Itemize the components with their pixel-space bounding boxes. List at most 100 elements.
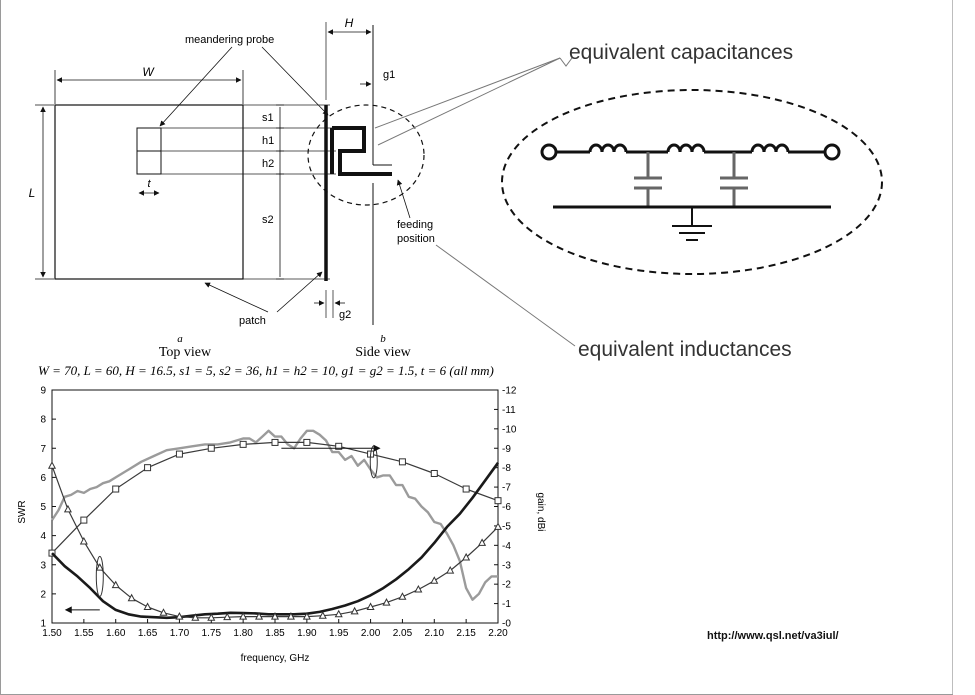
y-right-tick-label: -7: [502, 483, 511, 494]
y-right-tick-label: -5: [502, 521, 511, 532]
square-marker: [239, 440, 247, 448]
triangle-marker: [239, 612, 248, 620]
projection-lines: [161, 104, 336, 280]
square-marker: [271, 438, 279, 446]
x-tick-label: 2.10: [425, 628, 445, 639]
triangle-marker: [270, 612, 280, 620]
triangle-marker: [493, 522, 503, 530]
top-view-letter: a: [177, 333, 183, 345]
circuit-capacitors: [634, 152, 748, 207]
capacitance-pointers: [374, 57, 561, 146]
patch-label: patch: [239, 315, 266, 327]
triangle-marker: [47, 461, 57, 469]
triangle-marker: [223, 612, 232, 621]
x-tick-label: 1.90: [297, 628, 317, 639]
x-tick-label: 1.65: [138, 628, 158, 639]
slide-right-border: [952, 0, 953, 695]
series-line-1: [51, 441, 499, 554]
x-tick-label: 1.70: [170, 628, 190, 639]
y-right-tick-label: -12: [502, 386, 517, 397]
equivalent-inductances-label: equivalent inductances: [578, 338, 792, 361]
gain-callout-arrowhead: [373, 444, 381, 452]
y-right-tick-label: -4: [502, 541, 511, 552]
square-marker: [80, 516, 88, 524]
triangle-marker: [191, 613, 200, 621]
y-right-tick-label: -3: [502, 560, 511, 571]
square-marker: [430, 469, 438, 477]
y-left-tick-label: 5: [40, 502, 46, 513]
x-tick-label: 1.55: [74, 628, 94, 639]
triangle-marker: [111, 580, 120, 589]
x-tick-label: 2.05: [393, 628, 413, 639]
y-left-tick-label: 9: [40, 386, 46, 397]
square-marker: [144, 464, 152, 472]
top-view-caption: Top view: [159, 345, 212, 360]
triangle-marker: [286, 612, 295, 620]
swr-callout-ellipse: [95, 555, 104, 597]
y-left-tick-label: 8: [40, 415, 46, 426]
y-axis-right-label: gain, dBi: [535, 493, 546, 532]
square-marker: [175, 450, 183, 458]
triangle-marker: [462, 552, 471, 561]
y-right-tick-label: -2: [502, 580, 511, 591]
inductance-pointer: [435, 244, 576, 347]
y-left-tick-label: 4: [40, 531, 46, 542]
source-url: http://www.qsl.net/va3iul/: [707, 630, 839, 642]
equivalent-circuit: [540, 143, 841, 161]
patch-rectangle: [54, 104, 244, 280]
y-left-tick-label: 2: [40, 589, 46, 600]
series-line-0: [50, 429, 498, 601]
s1-label: s1: [262, 112, 274, 124]
square-marker: [303, 438, 311, 446]
triangle-marker: [207, 613, 216, 621]
triangle-marker: [79, 536, 88, 545]
side-view-caption: Side view: [355, 345, 411, 360]
probe-pointer-top: [159, 46, 233, 127]
x-tick-label: 1.50: [42, 628, 62, 639]
triangle-marker: [382, 598, 391, 606]
height-stack-ticks: [276, 104, 284, 280]
square-marker: [494, 497, 502, 505]
capacitance-pointer-tip: [559, 57, 573, 67]
h-label: H: [345, 16, 354, 30]
triangle-marker: [350, 606, 359, 615]
y-left-tick-label: 1: [40, 619, 46, 630]
square-marker: [462, 485, 470, 493]
x-tick-label: 2.20: [488, 628, 508, 639]
chart-series: [47, 429, 503, 621]
x-tick-label: 1.75: [202, 628, 222, 639]
y-right-tick-label: -8: [502, 463, 511, 474]
triangle-marker: [95, 563, 104, 571]
triangle-marker: [398, 592, 407, 600]
x-tick-label: 1.95: [329, 628, 349, 639]
square-marker: [398, 458, 406, 466]
t-label: t: [147, 178, 151, 190]
circuit-ground: [553, 205, 831, 241]
g2-label: g2: [339, 309, 351, 321]
triangle-marker: [318, 611, 327, 619]
s2-label: s2: [262, 214, 274, 226]
probe-pointer-side: [261, 46, 329, 116]
triangle-marker: [334, 609, 343, 618]
triangle-marker: [414, 584, 423, 593]
y-left-tick-label: 7: [40, 444, 46, 455]
patch-pointer-top: [204, 282, 269, 313]
square-marker: [335, 442, 343, 450]
square-marker: [112, 485, 120, 493]
square-marker: [48, 549, 56, 557]
meandering-probe-label: meandering probe: [185, 34, 274, 46]
h2-label: h2: [262, 158, 274, 170]
position-label: position: [397, 233, 435, 245]
triangle-marker: [143, 602, 152, 610]
g1-label: g1: [383, 69, 395, 81]
y-right-tick-label: -0: [502, 619, 511, 630]
w-label: W: [142, 65, 155, 79]
feeding-label: feeding: [397, 219, 433, 231]
y-right-tick-label: -9: [502, 444, 511, 455]
dimensions-text: W = 70, L = 60, H = 16.5, s1 = 5, s2 = 3…: [38, 363, 494, 378]
equivalent-circuit-ellipse: [501, 89, 883, 275]
triangle-marker: [446, 566, 455, 574]
x-axis-label: frequency, GHz: [241, 653, 310, 664]
triangle-marker: [430, 576, 439, 584]
side-view-letter: b: [380, 333, 386, 345]
